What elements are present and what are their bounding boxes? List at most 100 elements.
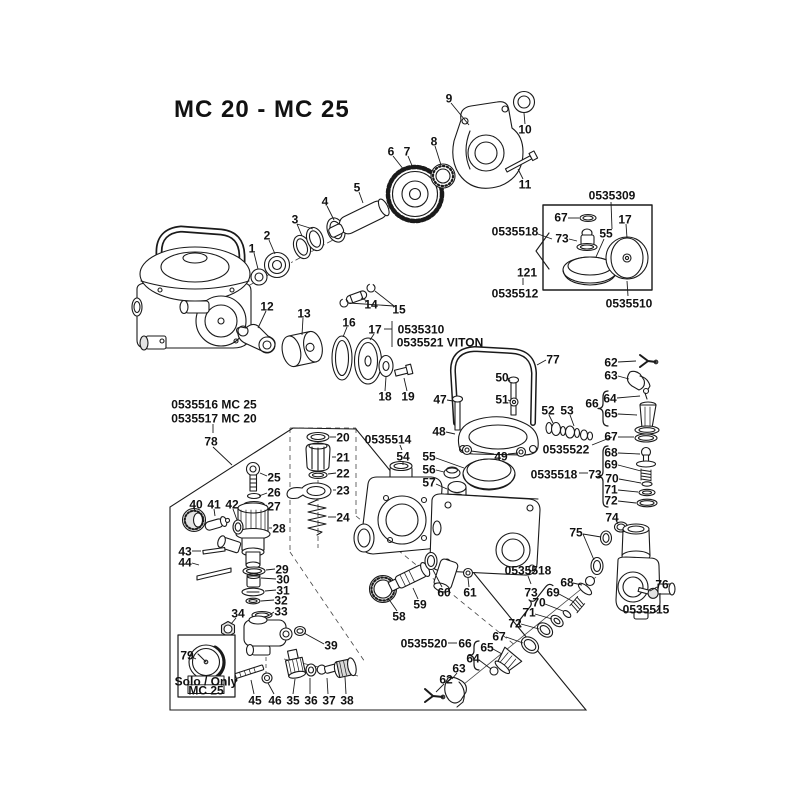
callout-38-55: 38 [340, 693, 354, 707]
callout-72-89-leader [617, 500, 637, 504]
callout-6-23: 6 [388, 144, 395, 158]
callout-47-64: 47 [433, 392, 447, 406]
callout-17-kitbox-leader [625, 223, 628, 239]
callout-76-96: 76 [655, 577, 669, 591]
callout-42-59-leader [232, 508, 238, 521]
callout-49-66: 49 [494, 449, 508, 463]
callout-13-30: 13 [297, 306, 311, 320]
callout-18-35-leader [384, 376, 387, 392]
callout-45-62-leader [250, 679, 255, 695]
callout-78-98: 78 [204, 434, 218, 448]
part-number-0535518-c: 0535518 [505, 563, 552, 577]
callout-65-82: 65 [604, 406, 618, 420]
callout-17-34: 17 [368, 322, 382, 336]
callout-72-bottom-leader [520, 623, 540, 630]
callout-57-74-leader [435, 483, 448, 490]
callout-31-48-leader [264, 589, 277, 592]
callout-32-49-leader [260, 599, 275, 602]
callout-55-72: 55 [422, 449, 436, 463]
callout-35-52: 35 [286, 693, 300, 707]
callout-55-kitbox-leader [595, 238, 605, 258]
part-number-0535514-leader [399, 444, 403, 451]
callout-19-36-leader [403, 377, 408, 392]
callout-70-bottom-leader [544, 603, 564, 612]
callout-69-bottom: 69 [546, 585, 560, 599]
callout-71-88: 71 [604, 482, 618, 496]
piston-explosion [236, 283, 414, 385]
callout-60-77: 60 [437, 585, 451, 599]
callout-18-35: 18 [378, 389, 392, 403]
callout-46-63-leader [267, 682, 275, 695]
callout-28-45: 28 [272, 521, 286, 535]
callout-64-bottom: 64 [466, 651, 480, 665]
callout-49-66-leader [470, 450, 495, 455]
callout-21-38: 21 [336, 450, 350, 464]
part-number-0535516: 0535516 MC 25 [171, 397, 257, 411]
callout-35-52-leader [292, 678, 296, 695]
callout-59-76: 59 [413, 597, 427, 611]
callout-6-23-leader [392, 155, 405, 171]
callout-49-66-leader [507, 452, 519, 455]
callout-61-78: 61 [463, 585, 477, 599]
oil-seal [512, 90, 536, 114]
part-number-0535518-c-leader [527, 575, 532, 585]
callout-75-95: 75 [569, 525, 583, 539]
callout-62-bottom-leader [435, 683, 445, 693]
callout-45-62: 45 [248, 693, 262, 707]
callout-11-28: 11 [519, 177, 532, 191]
callout-71-bottom-leader [534, 613, 553, 620]
diaphragm-kit-box [535, 204, 653, 291]
callout-4-21-leader [326, 205, 335, 221]
callout-73-kitbox: 73 [555, 231, 569, 245]
callout-70-bottom: 70 [532, 595, 546, 609]
callout-7-24: 7 [404, 144, 411, 158]
callout-51-68: 51 [495, 392, 509, 406]
valve-column-right [590, 354, 676, 620]
valve-train-bottom [424, 575, 596, 708]
gear [385, 164, 445, 224]
callout-79-99: 79 [180, 648, 194, 662]
pump-assembly [131, 225, 252, 351]
callout-40-57-leader [193, 508, 196, 511]
callout-59-76-leader [412, 587, 419, 600]
bolt-11 [504, 150, 539, 173]
callout-36-53: 36 [304, 693, 318, 707]
diagram-title: MC 20 - MC 25 [174, 96, 350, 123]
callout-68-bottom-leader [572, 582, 583, 586]
callout-8-25: 8 [431, 134, 438, 148]
callout-41-58: 41 [207, 497, 221, 511]
part-number-0535517: 0535517 MC 20 [171, 411, 257, 425]
callout-68-bottom: 68 [560, 575, 574, 589]
callout-25-42: 25 [267, 470, 281, 484]
callout-3-20-leader [296, 223, 303, 237]
callout-67-bottom-leader [505, 636, 524, 644]
callout-64-81-leader [616, 395, 641, 399]
callout-67-bottom: 67 [492, 629, 506, 643]
callout-27-44: 27 [267, 499, 281, 513]
part-number-0535518-a-leader [537, 233, 553, 240]
part-number-0535518-b: 0535518 [531, 467, 578, 481]
callout-23-40: 23 [336, 483, 350, 497]
callout-68-85: 68 [604, 445, 618, 459]
callout-77-97-leader [536, 359, 547, 366]
callout-15-32-leader [374, 290, 395, 307]
callout-43-60: 43 [178, 544, 192, 558]
callout-29-46: 29 [275, 562, 289, 576]
part-number-0535510: 0535510 [606, 296, 653, 310]
callout-30-47: 30 [276, 572, 290, 586]
callout-9-26: 9 [446, 91, 453, 105]
callout-63-80: 63 [604, 368, 618, 382]
callout-70-87-leader [618, 478, 642, 484]
callout-50-67-leader [507, 377, 511, 382]
callout-3-20-leader [296, 223, 314, 230]
callout-65-bottom: 65 [480, 640, 494, 654]
callout-44-61: 44 [178, 555, 192, 569]
callout-19-36: 19 [401, 389, 415, 403]
callout-31-48: 31 [276, 583, 290, 597]
callout-10-27: 10 [518, 122, 532, 136]
part-number-0535510-leader [626, 280, 629, 297]
callout-29-46-leader [265, 568, 276, 571]
callout-8-25-leader [434, 145, 442, 166]
callout-65-82-leader [617, 413, 638, 416]
